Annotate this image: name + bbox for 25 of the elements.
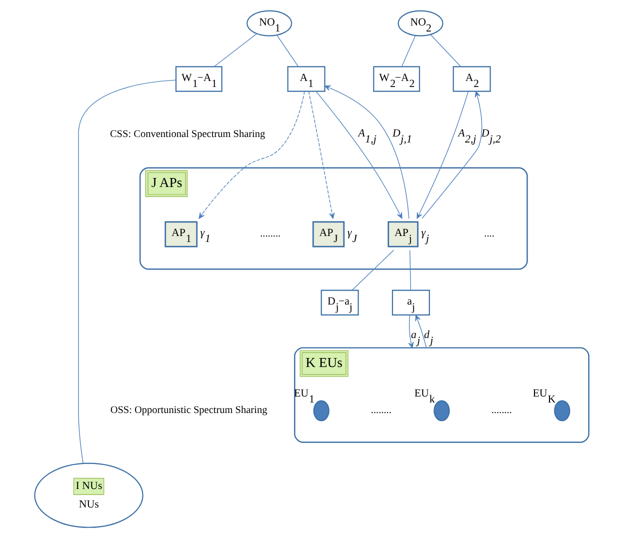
node-circle — [313, 400, 330, 422]
label: ........ — [370, 405, 392, 416]
arrow — [415, 314, 427, 348]
arrow — [198, 91, 305, 219]
connector — [352, 250, 394, 290]
arrow — [316, 91, 402, 219]
connector — [401, 35, 416, 67]
connector — [410, 250, 412, 290]
node-ellipse: I NUs NUs — [34, 462, 144, 528]
arrow — [324, 85, 410, 219]
connector — [78, 80, 176, 464]
label: ........ — [491, 405, 512, 416]
connector — [276, 34, 299, 67]
arrow — [408, 314, 414, 348]
arrow — [416, 91, 469, 219]
arrow — [308, 91, 335, 219]
connector — [430, 34, 462, 67]
label: ........ — [260, 228, 281, 240]
label: CSS: Conventional Spectrum Sharing — [110, 128, 266, 140]
label: .... — [484, 228, 494, 240]
arrow — [422, 91, 482, 219]
label: OSS: Opportunistic Spectrum Sharing — [110, 405, 268, 416]
node-circle — [434, 400, 450, 422]
node-circle — [554, 400, 570, 422]
connector — [214, 33, 258, 67]
